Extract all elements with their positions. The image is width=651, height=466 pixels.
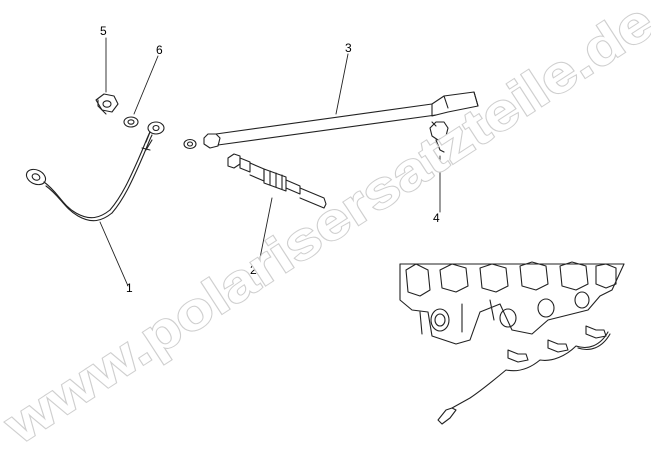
callout-6: 6 (156, 43, 163, 57)
callout-2: 2 (250, 263, 257, 277)
part-2-glow-plug (227, 153, 327, 209)
part-6-washer (123, 116, 139, 128)
inset-engine-head (399, 261, 625, 425)
callout-4: 4 (433, 211, 440, 225)
leader-lines (99, 37, 441, 287)
part-1-harness (25, 121, 165, 222)
part-4-clip (429, 121, 449, 153)
part-5-nut (95, 93, 119, 115)
part-3-lead (203, 91, 479, 149)
callout-5: 5 (100, 24, 107, 38)
callout-3: 3 (345, 41, 352, 55)
callout-1: 1 (126, 281, 133, 295)
